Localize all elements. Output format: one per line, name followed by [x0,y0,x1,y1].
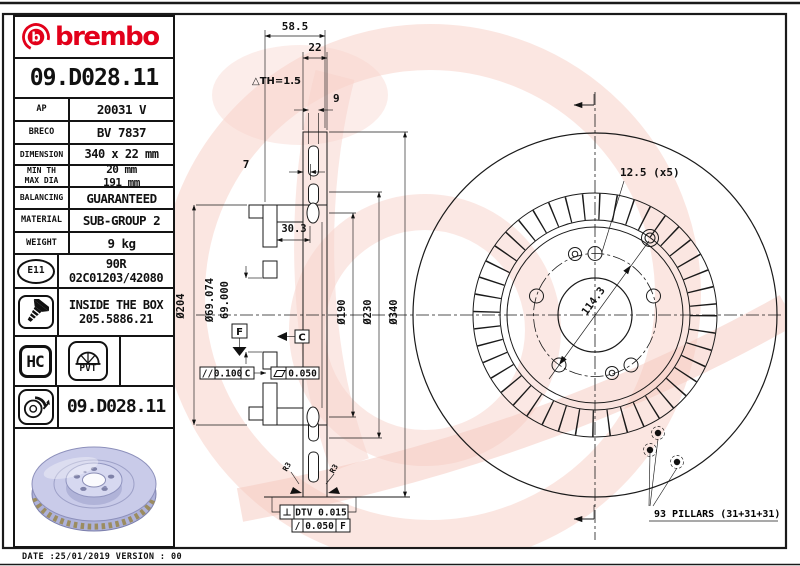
bolt-circle [533,253,657,377]
breco-value: BV 7837 [96,125,147,140]
approval-line2: 02C01203/42080 [68,271,164,285]
row-approval: E11 90R 02C01203/42080 [15,255,173,289]
screw-icon [27,299,49,322]
pvt-icon: PVT [68,341,108,381]
row-dimension: DIMENSION 340 x 22 mm [15,145,173,166]
sheet-border [1,12,788,550]
part-number-repeat: 09.D028.11 [66,396,166,418]
tolerance-frames: F C // 0.100 C 0.050 ⊥ DTV 0.015 / [199,323,410,533]
dim-30-3: 30.3 [281,223,306,235]
knurl-ring [473,193,717,437]
inside-box-line2: 205.5886.21 [79,312,153,326]
min-th-label: MIN TH [27,166,56,176]
datum-f-triangle [232,347,247,356]
lateral-runout-value: 0.050 [305,521,334,532]
row-minth-maxdia: MIN TH MAX DIA 20 mm 191 mm [15,162,173,189]
disc-outer-circle [412,132,778,498]
datum-f-label: F [236,327,243,338]
dim-22: 22 [308,41,321,54]
min-th-value: 20 mm [106,162,137,176]
dimension-label: DIMENSION [15,145,70,164]
brembo-watermark [159,24,785,547]
brembo-wordmark: brembo [55,22,160,52]
ap-label: AP [15,99,70,120]
max-dia-value: 191 mm [103,176,140,189]
disc-caliper-icon [23,396,50,419]
parallel-datum: C [245,369,251,380]
approval-line1: 90R [105,256,127,271]
datum-c-triangle [277,332,287,341]
flatness-value: 0.050 [288,369,317,380]
brembo-logo: b brembo [15,17,173,59]
dim-dia-204: Ø204 [175,293,187,319]
dim-9: 9 [333,92,340,105]
dim-th: △TH=1.5 [252,76,301,87]
brembo-mark-icon: b [22,23,50,51]
row-balancing: BALANCING GUARANTEED [15,188,173,210]
dim-58-5: 58.5 [282,20,309,33]
row-material: MATERIAL SUB-GROUP 2 [15,210,173,233]
pvt-gauge-icon [75,351,101,365]
pvt-label: PVT [79,362,97,374]
balancing-label: BALANCING [15,188,70,208]
lateral-runout-symbol: / [295,521,301,532]
inside-box-line1: INSIDE THE BOX [68,297,164,312]
spec-panel: b brembo 09.D028.11 AP 20031 V BRECO BV … [13,15,175,548]
date-line: DATE :25/01/2019 VERSION : 00 [22,552,183,562]
max-dia-label: MAX DIA [24,176,59,185]
hc-icon: HC [18,344,52,378]
breco-label: BRECO [15,122,70,143]
row-ap: AP 20031 V [15,99,173,122]
flatness-symbol-icon [273,370,286,377]
runout-symbol: ⊥ [282,508,291,519]
weight-label: WEIGHT [15,233,70,253]
section-dimensions: 58.5 22 △TH=1.5 9 7 30.3 Ø204 Ø69.074 69… [175,20,408,498]
dim-dia-230: Ø230 [362,299,374,325]
center-bore [557,277,633,353]
part-number: 09.D028.11 [15,59,173,99]
dimension-value: 340 x 22 mm [84,147,159,162]
row-3d-render [15,429,173,546]
dtv-value: DTV 0.015 [295,508,347,519]
datum-c-label: C [298,333,305,344]
material-value: SUB-GROUP 2 [82,213,161,228]
parallel-value: 0.100 [214,369,243,380]
disc-3d-image [31,446,157,531]
hub-circle [506,226,684,404]
pillars-note: 93 PILLARS (31+31+31) [654,509,780,520]
ap-value: 20031 V [96,102,147,117]
row-weight: WEIGHT 9 kg [15,233,173,255]
row-hc-pvt: HC PVT [15,337,173,387]
dim-dia-340: Ø340 [388,299,400,325]
svg-text:b: b [31,31,40,46]
row-breco: BRECO BV 7837 [15,122,173,145]
bolt-hole-dim: 12.5 (x5) [620,166,680,179]
lateral-runout-datum: F [340,521,346,532]
e11-badge-icon: E11 [17,258,55,284]
balancing-value: GUARANTEED [86,190,157,206]
dim-7: 7 [243,158,250,171]
parallel-symbol: // [202,369,214,380]
weight-value: 9 kg [107,235,136,251]
dim-dia-190: Ø190 [336,299,348,325]
dim-bore-low: 69.000 [219,281,231,319]
material-label: MATERIAL [15,210,70,231]
bcd-dim: 114.3 [579,285,607,318]
row-inside-box: INSIDE THE BOX 205.5886.21 [15,289,173,337]
row-part-repeat: 09.D028.11 [15,387,173,429]
dim-bore-high: Ø69.074 [204,278,216,323]
cross-section-view [196,131,782,498]
